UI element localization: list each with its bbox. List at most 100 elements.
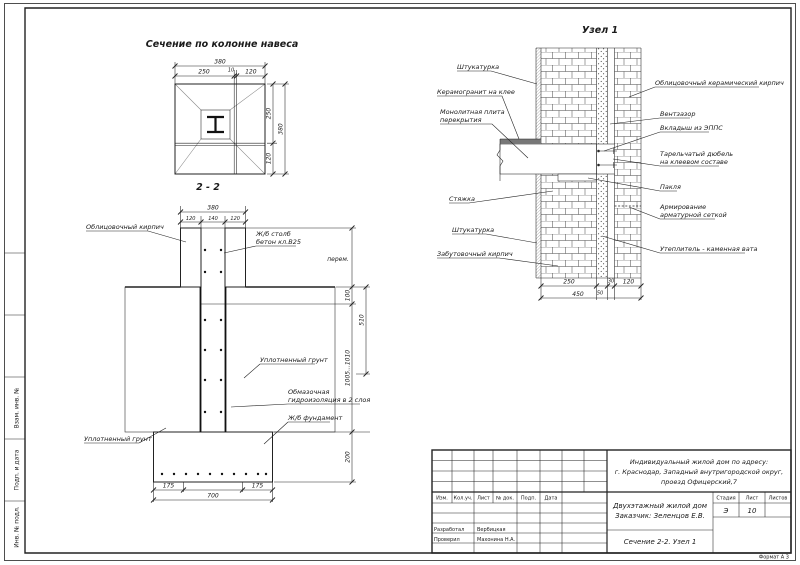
foundation-section: 380 120 140 120 175 175 700 перем. 100 5… [84, 205, 370, 503]
leader-soil-right [243, 363, 315, 379]
node-title: Узел 1 [582, 25, 618, 36]
stamp-vzam-inv: Взам. инв. № [14, 388, 21, 429]
leader-footing [263, 421, 330, 445]
fnd-dim-b: 140 [208, 216, 218, 222]
node-label-facing-brick: Облицовочный керамический кирпич [655, 79, 784, 87]
fnd-dim-var: перем. [327, 256, 349, 263]
leader-backing-brick [437, 257, 559, 267]
tb-h-sheets: Листов [769, 496, 788, 502]
fnd-dim-v3: 1005...1010 [345, 350, 352, 386]
tb-role-developed: Разработал [434, 527, 464, 533]
leader-soil-left [84, 427, 167, 444]
tb-h-data: Дата [545, 496, 558, 502]
tb-doc-2: Заказчик: Зеленцов Е.В. [615, 512, 705, 520]
fnd-label-wp-2: гидроизоляция в 2 слоя [288, 396, 370, 404]
leader-insulation [601, 235, 745, 254]
node-label-screed: Стяжка [449, 195, 475, 203]
format-label: Формат А 3 [759, 555, 789, 561]
plan-dim-b: 10 [228, 68, 234, 74]
leader-oakum [587, 177, 677, 192]
fnd-label-soil-right: Уплотненный грунт [260, 356, 328, 364]
fnd-dim-b1: 175 [163, 483, 175, 490]
node-label-oakum: Пакля [660, 183, 681, 191]
plan-view: Сечение по колонне навеса 380 250 10 120… [146, 39, 299, 193]
pier-brick-left [180, 227, 202, 288]
leader-dowel [612, 158, 719, 167]
tb-stage-value: Э [723, 507, 729, 515]
leader-facing-brick [628, 86, 759, 98]
i-beam-icon [207, 115, 224, 134]
waterproofing-layer [199, 287, 227, 432]
stamp-inv-podl: Инв. № подл. [14, 506, 21, 547]
node-label-dowel-1: Тарельчатый дюбель [660, 150, 733, 158]
leader-plaster-bottom [452, 233, 538, 244]
fnd-dim-v4: 200 [345, 451, 352, 463]
node-dim-2: 50 [597, 291, 603, 297]
node-label-vent-gap: Вентзазор [660, 110, 696, 118]
tb-h-stage: Стадия [716, 496, 735, 502]
tb-sheet-value: 10 [748, 507, 757, 515]
plan-dim-c: 120 [245, 69, 257, 76]
leader-mesh [628, 206, 715, 220]
oakum-strip [557, 173, 597, 182]
tb-address-3: проезд Офицерский,7 [661, 478, 738, 486]
leader-slab [440, 123, 529, 159]
tb-h-ndok: № док. [496, 496, 514, 502]
title-block: Индивидуальный жилой дом по адресу: г. К… [431, 449, 792, 554]
tb-h-izm: Изм. [436, 496, 448, 502]
node-dim-4: 120 [623, 279, 635, 286]
tb-address-2: г. Краснодар, Западный внутригородской о… [615, 468, 784, 476]
insulation-lower [596, 174, 608, 278]
rc-column [200, 227, 226, 433]
leader-vent-gap [609, 117, 690, 125]
node-label-slab-1: Монолитная плита [440, 108, 505, 116]
pier-brick-right [224, 227, 246, 288]
slab-break-line [496, 139, 504, 181]
plan-dim-r-total: 380 [278, 123, 285, 135]
plan-dim-a: 250 [198, 69, 210, 76]
fnd-dim-b2: 700 [207, 493, 219, 500]
node-dim-total: 450 [572, 291, 584, 298]
fnd-dim-b3: 175 [252, 483, 264, 490]
plan-outline [174, 83, 266, 175]
plan-title: Сечение по колонне навеса [146, 39, 299, 50]
disc-dowel-icon [597, 148, 617, 168]
floor-tile-layer [500, 139, 541, 144]
plan-column-core [200, 109, 231, 140]
plan-view-label: 2 - 2 [196, 182, 220, 193]
fnd-label-facing-brick: Облицовочный кирпич [86, 223, 164, 231]
tb-name-developed: Вербицкая [477, 527, 506, 533]
fnd-label-column-2: бетон кл.В25 [256, 238, 301, 246]
tb-name-checked: Махонина Н.А. [477, 537, 516, 543]
plaster-lower [536, 174, 541, 278]
leader-tile [437, 95, 520, 140]
tb-h-sheet: Лист [746, 496, 759, 502]
node-dim-3: 30 [608, 279, 614, 285]
soil-left [124, 286, 202, 433]
fnd-label-wp-1: Обмазочная [288, 388, 330, 396]
leader-waterproofing [230, 403, 360, 408]
side-stamp-column: Взам. инв. № Подп. и дата Инв. № подл. [4, 252, 25, 548]
node-label-insulation: Утеплитель - каменная вата [660, 245, 757, 253]
tb-h-list: Лист [477, 496, 490, 502]
leader-xps [603, 131, 709, 152]
node-label-slab-2: перекрытия [440, 116, 482, 124]
fnd-dim-a: 120 [186, 216, 196, 222]
floor-slab [499, 143, 597, 175]
tb-role-checked: Проверил [434, 537, 460, 543]
plan-dim-r2: 120 [266, 153, 273, 165]
fnd-dim-c: 120 [230, 216, 240, 222]
fnd-dim-total: 380 [207, 205, 219, 212]
node-label-dowel-2: на клеевом составе [660, 158, 728, 166]
tb-sheet-title: Сечение 2-2. Узел 1 [624, 538, 697, 546]
leader-column [223, 245, 296, 254]
tb-address-1: Индивидуальный жилой дом по адресу: [630, 458, 768, 466]
tb-h-koluch: Кол.уч. [454, 496, 473, 502]
node-detail: Узел 1 Штукатурка Керамогранит на клее М… [437, 25, 784, 301]
insulation-upper [596, 48, 608, 144]
leader-plaster-top [457, 70, 538, 85]
footing [153, 431, 273, 483]
backing-brick-upper [541, 48, 597, 144]
fnd-dim-v1: 100 [345, 290, 352, 302]
